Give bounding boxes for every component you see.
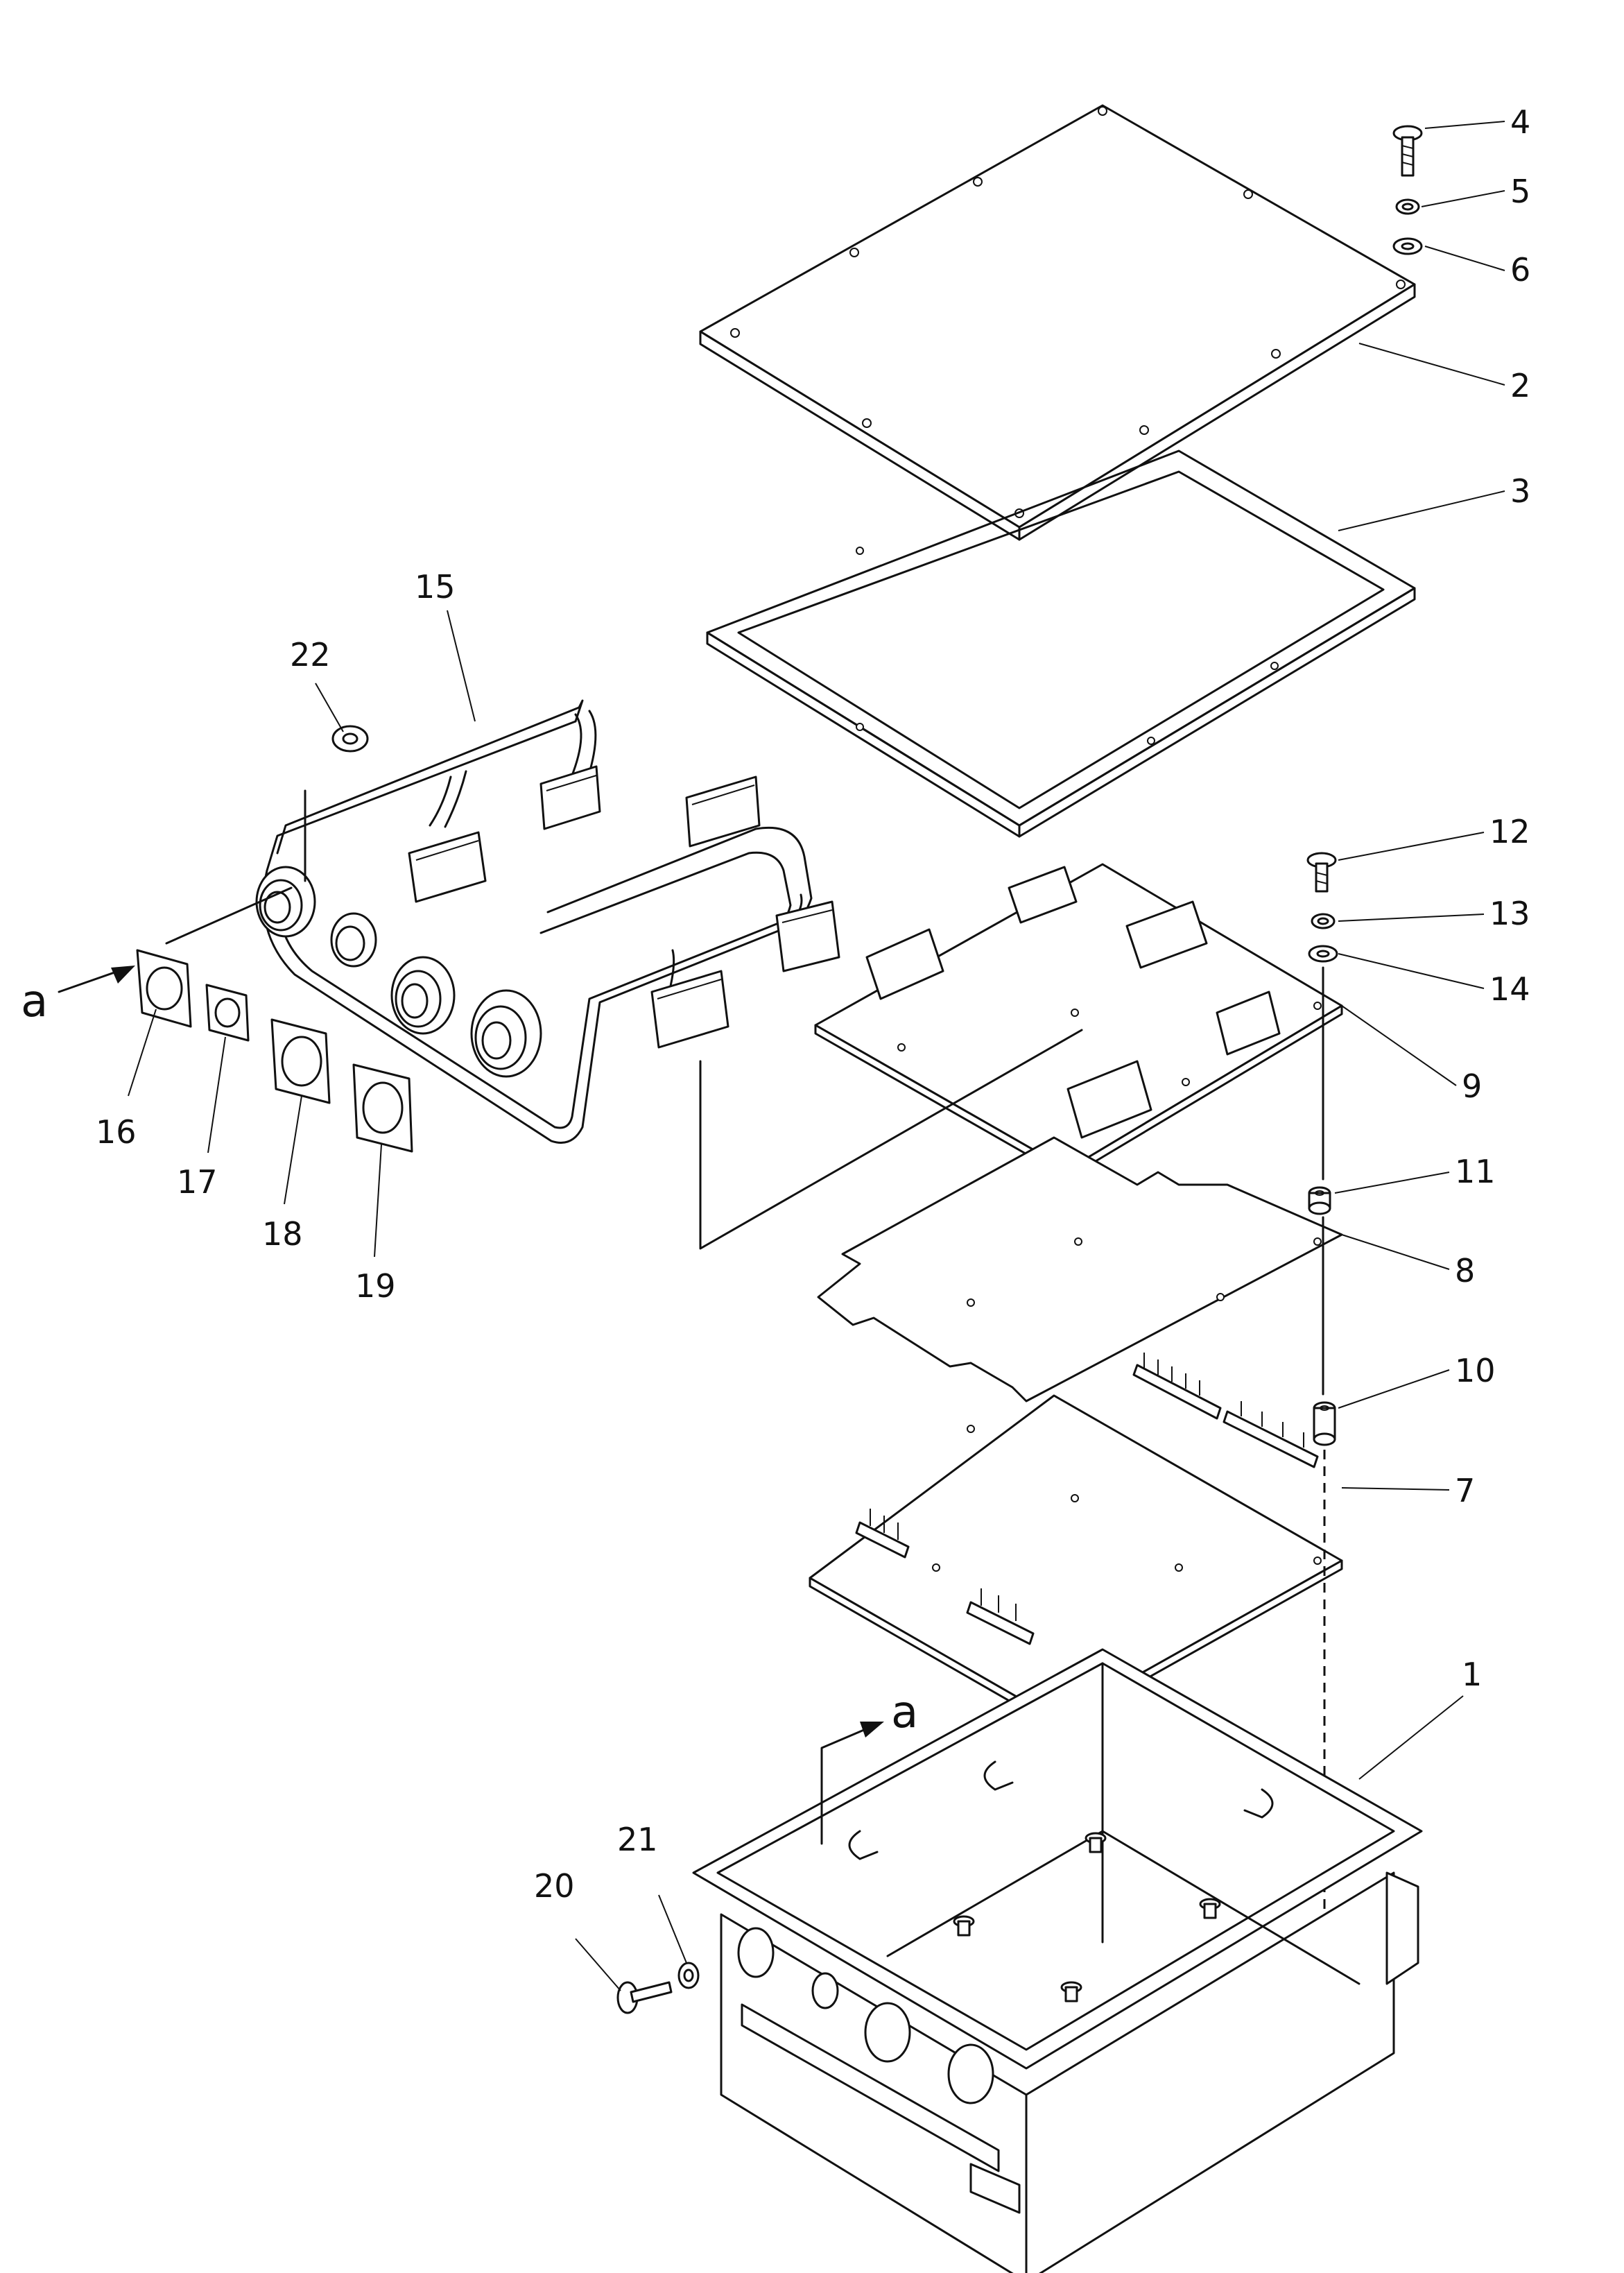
pin-header xyxy=(1132,1353,1222,1420)
circular-connector xyxy=(255,866,316,938)
wire-harness xyxy=(255,699,840,1144)
callout-2: 2 xyxy=(1510,367,1530,404)
spacer-10 xyxy=(1313,1401,1336,1446)
leader-lines xyxy=(128,121,1505,1991)
callout-labels: 1 2 3 4 5 6 7 8 9 10 11 12 13 14 15 16 1… xyxy=(96,103,1530,1905)
callout-15: 15 xyxy=(415,568,456,606)
nut-22 xyxy=(331,725,369,753)
callout-4: 4 xyxy=(1510,103,1530,141)
screw-4 xyxy=(1392,125,1423,177)
section-arrow-left: a xyxy=(21,966,135,1027)
callout-7: 7 xyxy=(1455,1472,1475,1509)
callout-10: 10 xyxy=(1455,1352,1496,1389)
alignment-line xyxy=(165,886,293,945)
flange-17 xyxy=(205,984,250,1042)
board-connector xyxy=(1066,1060,1152,1139)
board-connector xyxy=(1125,900,1208,969)
cable-port-hole xyxy=(737,1927,775,1978)
callout-12: 12 xyxy=(1489,813,1530,850)
cable-port-hole xyxy=(811,1972,839,2009)
callout-11: 11 xyxy=(1455,1153,1496,1190)
callout-17: 17 xyxy=(177,1163,218,1201)
callout-1: 1 xyxy=(1462,1656,1482,1693)
board-connector xyxy=(1008,866,1078,924)
callout-20: 20 xyxy=(534,1867,575,1905)
flange-19 xyxy=(352,1063,413,1153)
harness-connector xyxy=(685,775,761,848)
case-clip xyxy=(983,1760,1014,1791)
flange-18 xyxy=(270,1018,331,1104)
pin-header xyxy=(1223,1401,1319,1468)
case-mount-stud xyxy=(1199,1898,1221,1919)
section-label: a xyxy=(21,976,48,1027)
case-clip xyxy=(1243,1788,1274,1819)
screw-12 xyxy=(1306,852,1337,893)
harness-connector xyxy=(650,970,729,1049)
case-mount-stud xyxy=(1085,1832,1107,1853)
alignment-line xyxy=(699,1029,1083,1250)
control-case xyxy=(692,1648,1423,2273)
cable-port-hole xyxy=(947,2043,994,2104)
pin-header xyxy=(855,1509,910,1559)
harness-connector xyxy=(539,765,601,830)
spring-washer-13 xyxy=(1311,913,1336,929)
flat-washer-6 xyxy=(1392,237,1423,255)
flat-washer-14 xyxy=(1308,945,1338,963)
case-mount-stud xyxy=(953,1915,975,1937)
screw-20 xyxy=(616,1981,673,2014)
callout-22: 22 xyxy=(290,636,331,674)
case-clip xyxy=(848,1830,879,1860)
circular-connector xyxy=(330,912,377,968)
callout-19: 19 xyxy=(355,1267,396,1305)
pin-header xyxy=(966,1588,1035,1645)
callout-3: 3 xyxy=(1510,472,1530,510)
spring-washer-5 xyxy=(1395,198,1420,215)
callout-6: 6 xyxy=(1510,251,1530,289)
callout-8: 8 xyxy=(1455,1252,1475,1289)
cover-plate xyxy=(699,104,1416,541)
callout-16: 16 xyxy=(96,1113,137,1151)
gasket-frame xyxy=(706,449,1416,838)
callout-21: 21 xyxy=(617,1821,658,1858)
section-label: a xyxy=(891,1687,918,1738)
circular-connector xyxy=(390,956,456,1035)
callout-13: 13 xyxy=(1489,895,1530,932)
callout-9: 9 xyxy=(1462,1067,1482,1105)
harness-connector xyxy=(775,900,840,972)
upper-circuit-board xyxy=(814,863,1343,1179)
callout-5: 5 xyxy=(1510,173,1530,210)
board-connector xyxy=(865,928,944,1000)
section-arrow-case: a xyxy=(820,1687,918,1845)
flange-16 xyxy=(136,949,192,1028)
callout-14: 14 xyxy=(1489,970,1530,1008)
board-connector xyxy=(1216,990,1281,1056)
harness-connector xyxy=(408,831,487,903)
cable-port-hole xyxy=(864,2002,911,2063)
spacer-11 xyxy=(1308,1186,1331,1215)
circular-connector xyxy=(470,989,542,1078)
callout-18: 18 xyxy=(262,1215,303,1253)
washer-21 xyxy=(677,1962,700,1989)
insulating-plate xyxy=(817,1136,1343,1403)
case-mount-stud xyxy=(1060,1981,1082,2002)
